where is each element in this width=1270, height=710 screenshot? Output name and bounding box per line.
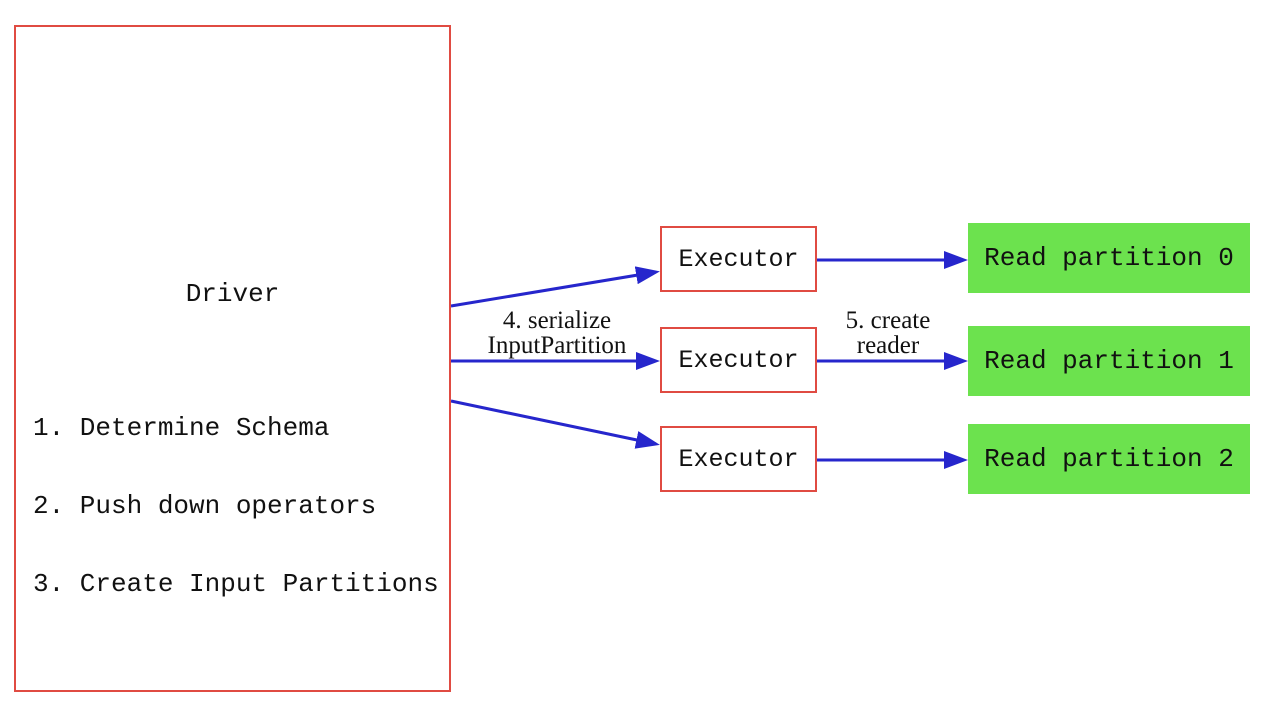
edge-label-create-reader-line1: 5. create xyxy=(845,307,931,334)
arrow-driver-to-executor-0 xyxy=(450,266,660,308)
edge-label-create-reader-line2: reader xyxy=(856,332,920,359)
executor-label-1: Executor xyxy=(678,345,799,375)
executor-label-2: Executor xyxy=(678,444,799,474)
executor-label-0: Executor xyxy=(678,244,799,274)
executor-box-2: Executor xyxy=(660,426,817,492)
edge-label-create-reader: 5. create reader xyxy=(798,308,978,358)
edge-label-serialize-line1: 4. serialize xyxy=(502,307,612,334)
edge-label-serialize-line2: InputPartition xyxy=(487,332,627,359)
read-partition-box-0: Read partition 0 xyxy=(968,223,1250,293)
edge-label-serialize: 4. serialize InputPartition xyxy=(457,308,657,358)
driver-title: Driver xyxy=(185,279,280,309)
read-partition-label-0: Read partition 0 xyxy=(984,243,1234,273)
driver-step-3: 3. Create Input Partitions xyxy=(33,569,439,599)
read-partition-label-2: Read partition 2 xyxy=(984,444,1234,474)
read-partition-label-1: Read partition 1 xyxy=(984,346,1234,376)
arrow-driver-to-executor-2 xyxy=(450,399,660,449)
read-partition-box-2: Read partition 2 xyxy=(968,424,1250,494)
driver-step-2: 2. Push down operators xyxy=(33,491,377,521)
driver-box: Driver 1. Determine Schema 2. Push down … xyxy=(14,25,451,692)
read-partition-box-1: Read partition 1 xyxy=(968,326,1250,396)
driver-steps: 1. Determine Schema 2. Push down operato… xyxy=(33,363,439,649)
executor-box-1: Executor xyxy=(660,327,817,393)
executor-box-0: Executor xyxy=(660,226,817,292)
driver-step-1: 1. Determine Schema xyxy=(33,413,330,443)
